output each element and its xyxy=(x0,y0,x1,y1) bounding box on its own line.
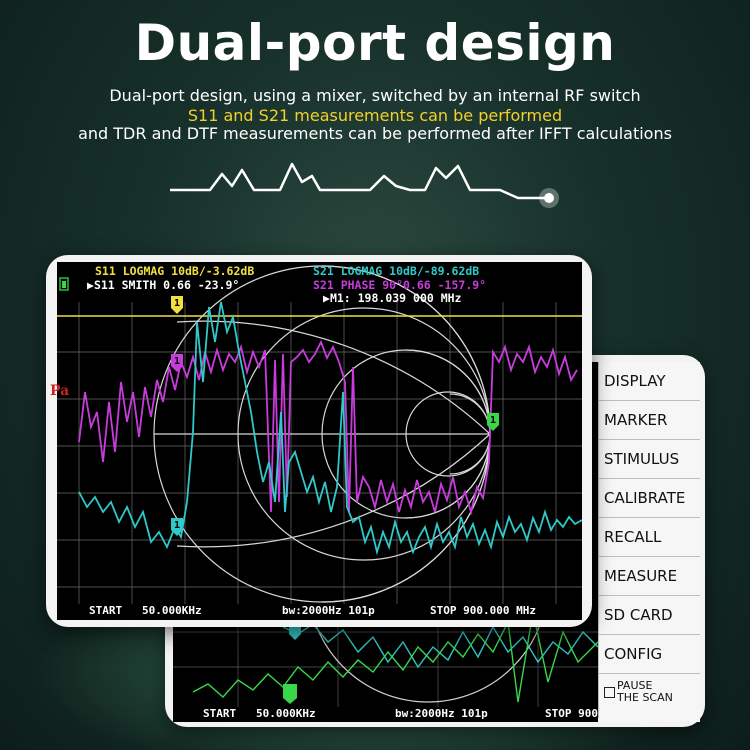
menu-item-sd-card[interactable]: SD CARD xyxy=(598,596,700,635)
marker-1-cyan: 1 xyxy=(174,520,180,531)
menu-item-display[interactable]: DISPLAY xyxy=(598,362,700,401)
back-stop-frequency: STOP 900.000 MHz xyxy=(545,707,598,720)
menu-item-recall[interactable]: RECALL xyxy=(598,518,700,557)
subtitle-line-3: and TDR and DTF measurements can be perf… xyxy=(78,124,672,143)
marker-1-magenta: 1 xyxy=(174,356,180,367)
battery-icon xyxy=(59,277,69,291)
front-bandwidth: bw:2000Hz 101p xyxy=(282,604,375,617)
menu-item-calibrate[interactable]: CALIBRATE xyxy=(598,479,700,518)
front-stop-frequency: STOP 900.000 MHz xyxy=(430,604,536,617)
side-label: Pa xyxy=(50,383,70,399)
back-start-frequency: START 50.000KHz xyxy=(203,707,316,720)
menu-item-config[interactable]: CONFIG xyxy=(598,635,700,674)
front-start-frequency: START 50.000KHz xyxy=(89,604,202,617)
front-device-screen: 1 1 1 1 S11 LOGMAG 10dB/-3.62dB ▶S11 SMI… xyxy=(57,262,582,620)
checkbox-icon xyxy=(604,686,615,698)
marker-1-yellow: 1 xyxy=(174,298,180,309)
pause-label-line2: THE SCAN xyxy=(617,691,673,704)
trace-2-label[interactable]: ▶S11 SMITH 0.66 -23.9° xyxy=(87,278,240,292)
side-menu: DISPLAY MARKER STIMULUS CALIBRATE RECALL… xyxy=(598,362,700,722)
smith-chart-plot: 1 1 1 1 xyxy=(57,265,582,604)
marker-1-green: 1 xyxy=(490,415,496,426)
menu-item-measure[interactable]: MEASURE xyxy=(598,557,700,596)
subtitle-line-1: Dual-port design, using a mixer, switche… xyxy=(109,86,641,105)
trace-3-label[interactable]: S21 LOGMAG 10dB/-89.62dB xyxy=(313,264,480,278)
marker-readout: ▶M1: 198.039 000 MHz xyxy=(323,291,462,305)
menu-item-stimulus[interactable]: STIMULUS xyxy=(598,440,700,479)
page-title: Dual-port design xyxy=(134,14,616,72)
subtitle-line-2: S11 and S21 measurements can be performe… xyxy=(187,106,563,125)
trace-4-label[interactable]: S21 PHASE 90°0.66 -157.9° xyxy=(313,278,487,292)
pause-label-line1: PAUSE xyxy=(617,679,653,692)
trace-1-label[interactable]: S11 LOGMAG 10dB/-3.62dB xyxy=(95,264,255,278)
back-bandwidth: bw:2000Hz 101p xyxy=(395,707,488,720)
signal-wave-icon xyxy=(170,162,559,208)
menu-item-marker[interactable]: MARKER xyxy=(598,401,700,440)
